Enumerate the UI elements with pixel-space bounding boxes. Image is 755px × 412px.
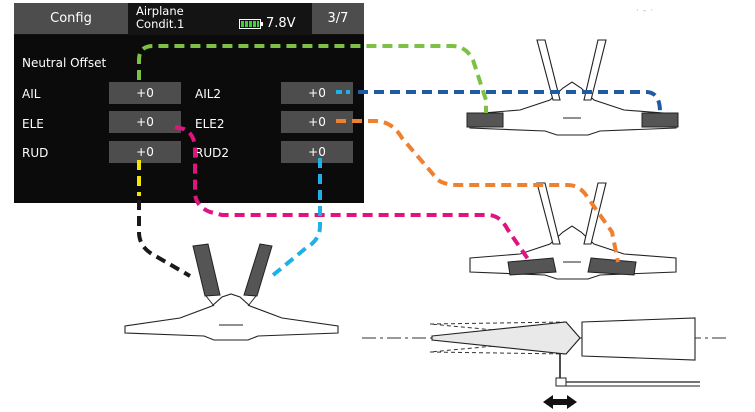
channel-label-ele2: ELE2 <box>195 117 225 131</box>
tail-fin-left <box>536 182 561 245</box>
channel-label-ail: AIL <box>22 87 41 101</box>
aircraft-rudder-view <box>124 243 339 341</box>
tail-fin-right <box>583 182 607 245</box>
model-name: Airplane <box>136 4 184 18</box>
screen-title: Neutral Offset <box>22 56 107 70</box>
aileron-left <box>466 112 504 128</box>
surface-deflected-down <box>429 337 582 355</box>
aircraft-elevator-view <box>469 182 677 280</box>
elevator-right <box>587 257 637 276</box>
channel-label-rud: RUD <box>22 146 49 160</box>
value-button-rud2[interactable]: +0 <box>281 141 353 163</box>
battery-voltage: 7.8V <box>266 16 296 31</box>
control-surface-detail <box>362 317 730 409</box>
fixed-surface <box>581 317 696 361</box>
connector-rud-tail <box>137 200 192 278</box>
config-button[interactable]: Config <box>14 3 128 34</box>
value-button-ele[interactable]: +0 <box>109 111 181 133</box>
transmitter-screen: Config Airplane Condit.1 7.8V 3/7 Neutra… <box>14 3 364 203</box>
rudder-right <box>243 243 273 297</box>
page-indicator-button[interactable]: 3/7 <box>312 3 364 34</box>
aircraft-body <box>124 293 339 341</box>
surface-neutral <box>431 321 581 355</box>
value-button-ele2[interactable]: +0 <box>281 111 353 133</box>
corner-mark: · - · <box>636 6 655 15</box>
value-button-ail[interactable]: +0 <box>109 82 181 104</box>
condition-name: Condit.1 <box>136 17 185 31</box>
aircraft-body <box>469 225 677 280</box>
aircraft-body <box>469 81 677 136</box>
double-arrow-icon <box>543 395 577 409</box>
connector-ail2 <box>358 90 662 113</box>
value-button-rud[interactable]: +0 <box>109 141 181 163</box>
channel-label-ele: ELE <box>22 117 44 131</box>
rudder-left <box>192 243 221 297</box>
value-button-ail2[interactable]: +0 <box>281 82 353 104</box>
elevator-left <box>507 257 557 276</box>
channel-label-rud2: RUD2 <box>195 146 229 160</box>
tail-fin-left <box>536 39 561 101</box>
surface-deflected-up <box>429 321 582 339</box>
top-bar: Config Airplane Condit.1 7.8V 3/7 <box>14 3 364 35</box>
connector-ele2 <box>336 119 620 263</box>
channel-label-ail2: AIL2 <box>195 87 222 101</box>
aircraft-aileron-view <box>466 39 679 136</box>
battery-icon <box>239 19 263 29</box>
aileron-right <box>641 112 679 128</box>
tail-fin-right <box>583 39 607 101</box>
